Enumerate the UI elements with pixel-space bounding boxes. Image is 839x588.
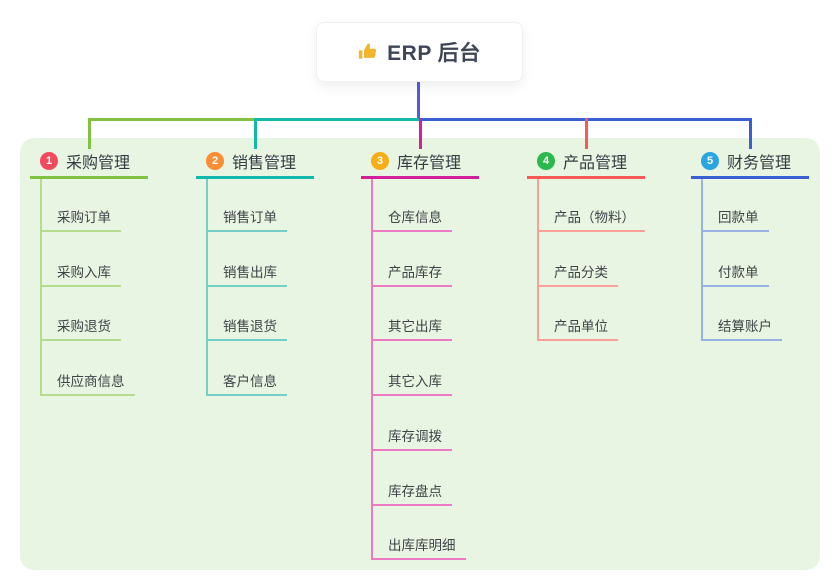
connector-branch-drop-3 — [418, 118, 422, 149]
branch-child-spine — [537, 179, 539, 341]
child-node[interactable]: 仓库信息 — [371, 206, 452, 232]
branch-label: 采购管理 — [66, 155, 131, 172]
child-node[interactable]: 库存盘点 — [371, 480, 452, 506]
child-node[interactable]: 采购退货 — [40, 315, 121, 341]
branch-label: 产品管理 — [563, 155, 628, 172]
connector-branch-drop-2 — [253, 118, 257, 149]
branch-node-3[interactable]: 3 库存管理 — [371, 147, 461, 175]
branch-child-spine — [701, 179, 703, 341]
branch-child-spine — [371, 179, 373, 560]
connector-bus-segment — [255, 118, 420, 121]
connector-bus-segment — [89, 118, 255, 121]
branch-node-5[interactable]: 5 财务管理 — [701, 147, 791, 175]
connector-root-line — [417, 82, 420, 121]
branch-underline — [30, 176, 148, 179]
connector-branch-drop-1 — [87, 118, 91, 149]
branch-label: 库存管理 — [397, 155, 462, 172]
child-node[interactable]: 付款单 — [701, 261, 769, 287]
branch-node-1[interactable]: 1 采购管理 — [40, 147, 130, 175]
child-node[interactable]: 结算账户 — [701, 315, 782, 341]
child-node[interactable]: 库存调拨 — [371, 425, 452, 451]
branch-number-badge: 1 — [40, 152, 58, 170]
branch-underline — [527, 176, 645, 179]
child-node[interactable]: 回款单 — [701, 206, 769, 232]
branch-node-2[interactable]: 2 销售管理 — [206, 147, 296, 175]
branch-underline — [361, 176, 479, 179]
child-node[interactable]: 产品单位 — [537, 315, 618, 341]
branch-label: 销售管理 — [232, 155, 297, 172]
child-node[interactable]: 其它出库 — [371, 315, 452, 341]
child-node[interactable]: 销售出库 — [206, 261, 287, 287]
child-node[interactable]: 销售订单 — [206, 206, 287, 232]
branch-label: 财务管理 — [727, 155, 792, 172]
branch-number-badge: 2 — [206, 152, 224, 170]
child-node[interactable]: 产品分类 — [537, 261, 618, 287]
connector-branch-drop-5 — [748, 118, 752, 149]
child-node[interactable]: 供应商信息 — [40, 370, 135, 396]
child-node[interactable]: 其它入库 — [371, 370, 452, 396]
child-node[interactable]: 采购入库 — [40, 261, 121, 287]
root-node-label: ERP 后台 — [387, 42, 481, 65]
child-node[interactable]: 采购订单 — [40, 206, 121, 232]
child-node[interactable]: 产品库存 — [371, 261, 452, 287]
branch-number-badge: 3 — [371, 152, 389, 170]
child-node[interactable]: 出库库明细 — [371, 534, 466, 560]
branch-node-4[interactable]: 4 产品管理 — [537, 147, 627, 175]
branch-underline — [196, 176, 314, 179]
root-node[interactable]: ERP 后台 — [316, 22, 523, 82]
branch-child-spine — [206, 179, 208, 396]
branches-panel — [20, 138, 820, 570]
branch-underline — [691, 176, 809, 179]
child-node[interactable]: 销售退货 — [206, 315, 287, 341]
child-node[interactable]: 产品（物料） — [537, 206, 645, 232]
connector-branch-drop-4 — [584, 118, 588, 149]
child-node[interactable]: 客户信息 — [206, 370, 287, 396]
branch-number-badge: 4 — [537, 152, 555, 170]
thumbs-up-icon — [358, 42, 378, 62]
branch-child-spine — [40, 179, 42, 396]
branch-number-badge: 5 — [701, 152, 719, 170]
